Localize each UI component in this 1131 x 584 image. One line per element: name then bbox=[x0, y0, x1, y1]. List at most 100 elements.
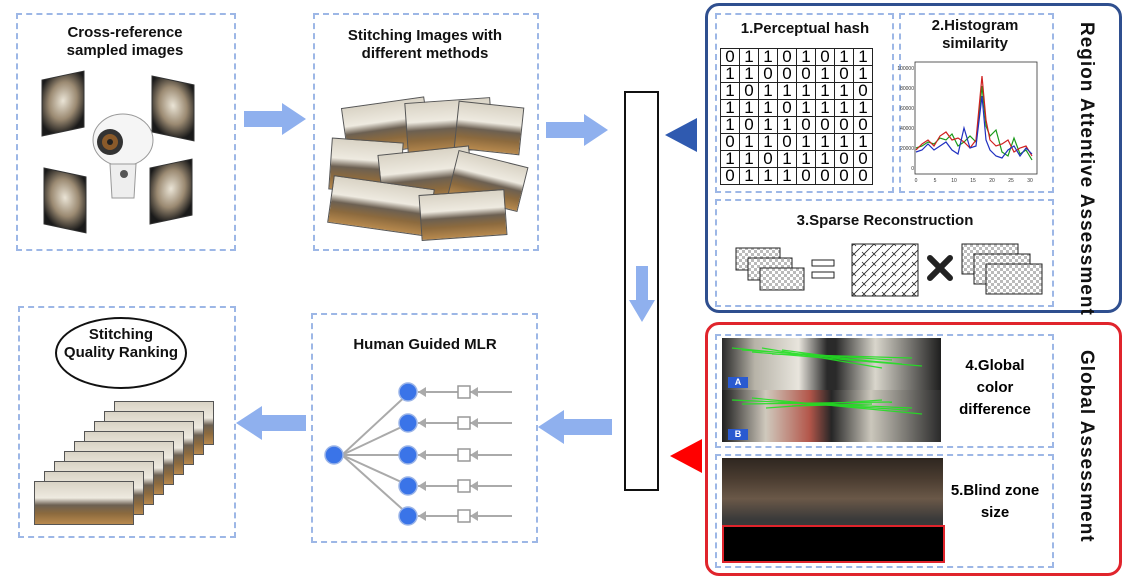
hash-cell: 0 bbox=[815, 116, 835, 134]
hash-cell: 0 bbox=[777, 65, 797, 83]
histogram-x-tick: 20 bbox=[989, 178, 995, 184]
histogram-y-tick: 100000 bbox=[897, 66, 914, 72]
fisheye-image-bottom-right bbox=[149, 158, 193, 225]
hash-cell: 1 bbox=[834, 99, 854, 117]
arrow-left-1 bbox=[538, 410, 612, 444]
arrow-right-1 bbox=[244, 103, 306, 135]
hash-cell: 0 bbox=[796, 116, 816, 134]
hash-cell: 0 bbox=[796, 65, 816, 83]
hash-cell: 1 bbox=[853, 133, 873, 151]
fisheye-image-top-left bbox=[41, 70, 85, 137]
hash-cell: 1 bbox=[834, 133, 854, 151]
hash-cell: 1 bbox=[815, 150, 835, 168]
red-pointer-icon bbox=[670, 439, 702, 473]
hash-cell: 1 bbox=[720, 116, 740, 134]
hash-cell: 0 bbox=[739, 82, 759, 100]
histogram-x-tick: 0 bbox=[915, 178, 918, 184]
equals-icon bbox=[811, 259, 835, 279]
hash-cell: 1 bbox=[796, 133, 816, 151]
multiply-icon bbox=[927, 255, 953, 281]
hash-cell: 1 bbox=[739, 48, 759, 66]
hash-cell: 1 bbox=[815, 133, 835, 151]
hash-cell: 0 bbox=[815, 48, 835, 66]
arrow-left-2 bbox=[236, 406, 306, 440]
hash-cell: 0 bbox=[834, 65, 854, 83]
blind-zone-image bbox=[722, 458, 943, 526]
hash-cell: 1 bbox=[796, 48, 816, 66]
histogram-y-tick: 80000 bbox=[900, 86, 914, 92]
feature-match-lines bbox=[728, 347, 923, 440]
histogram-x-tick: 15 bbox=[970, 178, 976, 184]
hash-cell: 1 bbox=[739, 65, 759, 83]
arrow-right-2 bbox=[546, 114, 608, 146]
hash-cell: 1 bbox=[815, 82, 835, 100]
hash-cell: 0 bbox=[853, 116, 873, 134]
hash-cell: 1 bbox=[720, 150, 740, 168]
hash-cell: 1 bbox=[853, 65, 873, 83]
hash-cell: 1 bbox=[815, 99, 835, 117]
histogram-x-tick: 30 bbox=[1027, 178, 1033, 184]
histogram-y-tick: 20000 bbox=[900, 146, 914, 152]
color-difference-panel bbox=[715, 334, 1054, 448]
hash-cell: 0 bbox=[758, 150, 778, 168]
ranking-label: Stitching Quality Ranking bbox=[63, 326, 179, 361]
ranking-panel bbox=[18, 306, 236, 538]
fisheye-image-top-right bbox=[151, 75, 195, 142]
hash-cell: 0 bbox=[758, 65, 778, 83]
tag-a-badge bbox=[728, 377, 748, 388]
hash-cell: 1 bbox=[758, 133, 778, 151]
human-guided-mlr-panel bbox=[311, 313, 538, 543]
cross-reference-panel bbox=[16, 13, 236, 251]
hash-cell: 0 bbox=[777, 133, 797, 151]
dictionary-matrix bbox=[851, 243, 919, 297]
input-patches bbox=[735, 247, 805, 291]
histogram-y-tick: 0 bbox=[911, 166, 914, 172]
histogram-panel bbox=[899, 13, 1054, 193]
hash-cell: 1 bbox=[796, 150, 816, 168]
arrow-down-pipe bbox=[629, 266, 655, 322]
hash-cell: 1 bbox=[834, 82, 854, 100]
hash-cell: 1 bbox=[758, 99, 778, 117]
blind-zone-region bbox=[722, 525, 945, 563]
hash-cell: 1 bbox=[834, 48, 854, 66]
ranking-ellipse bbox=[55, 317, 187, 389]
blind-zone-panel bbox=[715, 454, 1054, 568]
stitching-panel bbox=[313, 13, 539, 251]
histogram-y-tick: 40000 bbox=[900, 126, 914, 132]
hash-cell: 0 bbox=[815, 167, 835, 185]
hash-cell: 1 bbox=[777, 82, 797, 100]
histogram-label: 2.Histogram similarity bbox=[931, 17, 1019, 52]
hash-cell: 1 bbox=[758, 82, 778, 100]
hash-cell: 0 bbox=[777, 48, 797, 66]
hash-cell: 1 bbox=[853, 99, 873, 117]
hash-cell: 1 bbox=[720, 99, 740, 117]
hash-cell: 1 bbox=[853, 48, 873, 66]
hash-cell: 1 bbox=[796, 99, 816, 117]
histogram-x-tick: 5 bbox=[934, 178, 937, 184]
hash-cell: 1 bbox=[739, 133, 759, 151]
histogram-x-tick: 10 bbox=[951, 178, 957, 184]
sparse-reconstruction-panel bbox=[715, 199, 1054, 307]
hash-cell: 1 bbox=[739, 167, 759, 185]
mlr-network bbox=[324, 382, 512, 526]
camera-icon bbox=[92, 113, 154, 199]
hash-cell: 1 bbox=[796, 82, 816, 100]
camera-illustration bbox=[41, 70, 195, 234]
hash-cell: 1 bbox=[777, 116, 797, 134]
global-assessment-group bbox=[705, 322, 1122, 576]
histogram-y-tick: 60000 bbox=[900, 106, 914, 112]
region-attentive-group bbox=[705, 3, 1122, 313]
human-guided-mlr-label: Human Guided MLR bbox=[353, 336, 497, 353]
hash-cell: 0 bbox=[777, 99, 797, 117]
sparse-reconstruction-label: 3.Sparse Reconstruction bbox=[796, 212, 974, 229]
hash-cell: 0 bbox=[834, 150, 854, 168]
stitching-label: Stitching Images with different methods bbox=[347, 27, 503, 62]
assessment-pipe bbox=[624, 91, 659, 491]
tag-b: B bbox=[734, 429, 742, 439]
